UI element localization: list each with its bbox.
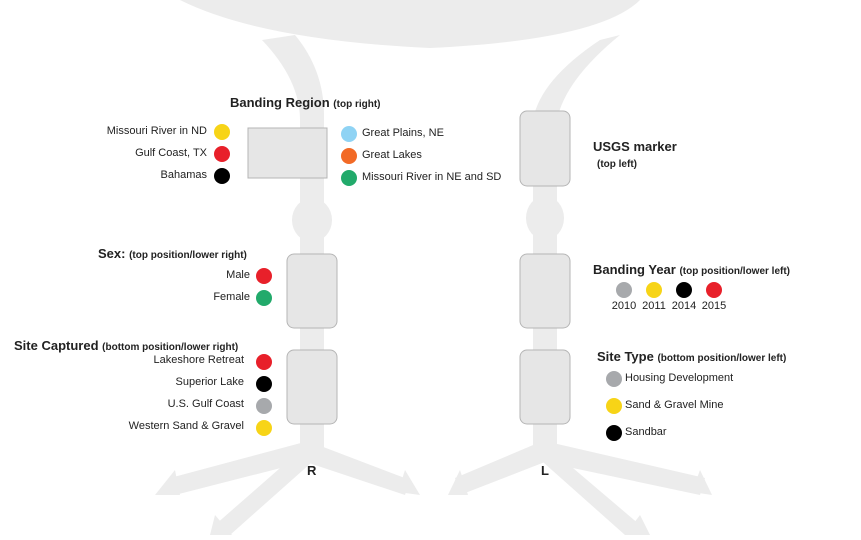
legend-label: Housing Development <box>625 372 734 384</box>
legend-label: Bahamas <box>160 169 207 181</box>
legend-label: Gulf Coast, TX <box>135 147 207 159</box>
color-swatch-icon <box>256 376 272 392</box>
right-upper-leg <box>262 35 324 210</box>
legend-label: Western Sand & Gravel <box>128 420 244 432</box>
banding-year-heading: Banding Year (top position/lower left) <box>593 262 790 277</box>
color-swatch-icon <box>256 398 272 414</box>
heading-note: (top position/lower left) <box>679 266 791 277</box>
heading-note: (top right) <box>333 99 381 110</box>
legend-label: 2014 <box>671 300 697 312</box>
legend-label: 2010 <box>611 300 637 312</box>
left-bottom-band <box>519 349 571 425</box>
color-swatch-icon <box>341 170 357 186</box>
usgs-marker-heading: USGS marker <box>593 139 677 154</box>
usgs-marker-note: (top left) <box>597 159 637 170</box>
legend-label: Sand & Gravel Mine <box>625 399 724 411</box>
legend-label: Female <box>213 291 250 303</box>
color-swatch-icon <box>256 290 272 306</box>
heading-title: Site Captured <box>14 338 99 353</box>
color-swatch-icon <box>214 124 230 140</box>
left-knee <box>526 196 564 240</box>
heading-title: Banding Year <box>593 262 676 277</box>
color-swatch-icon <box>341 148 357 164</box>
sex-heading: Sex: (top position/lower right) <box>98 246 247 261</box>
color-swatch-icon <box>341 126 357 142</box>
legend-label: Male <box>226 269 250 281</box>
color-swatch-icon <box>256 268 272 284</box>
color-swatch-icon <box>214 168 230 184</box>
legend-label: Missouri River in NE and SD <box>362 171 502 183</box>
heading-title: Sex: <box>98 246 126 261</box>
heading-title: Banding Region <box>230 95 330 110</box>
color-swatch-icon <box>606 398 622 414</box>
heading-note: (bottom position/lower left) <box>657 353 787 364</box>
color-swatch-icon <box>606 425 622 441</box>
legend-label: Superior Lake <box>175 376 245 388</box>
site-type-heading: Site Type (bottom position/lower left) <box>597 349 786 364</box>
bird-body <box>180 0 640 48</box>
legend-label: Sandbar <box>625 426 667 438</box>
right-top-band <box>286 253 338 329</box>
right-bottom-band <box>286 349 338 425</box>
legend-label: Lakeshore Retreat <box>153 354 245 366</box>
heading-note: (bottom position/lower right) <box>102 342 239 353</box>
left-top-band <box>519 253 571 329</box>
site-captured-heading: Site Captured (bottom position/lower rig… <box>14 338 238 353</box>
left-leg-label: L <box>541 463 549 478</box>
legend-label: 2011 <box>642 300 666 312</box>
color-swatch-icon <box>606 371 622 387</box>
color-swatch-icon <box>256 354 272 370</box>
color-swatch-icon <box>214 146 230 162</box>
color-swatch-icon <box>676 282 692 298</box>
color-swatch-icon <box>646 282 662 298</box>
color-swatch-icon <box>616 282 632 298</box>
legend-label: Missouri River in ND <box>106 125 207 137</box>
legend-label: 2015 <box>701 300 727 312</box>
color-swatch-icon <box>256 420 272 436</box>
banding-region-flag <box>247 127 328 179</box>
heading-note: (top position/lower right) <box>129 250 247 261</box>
heading-title: Site Type <box>597 349 654 364</box>
usgs-marker-band <box>519 110 571 187</box>
right-leg-label: R <box>307 463 317 478</box>
legend-label: Great Plains, NE <box>362 127 444 139</box>
banding-region-heading: Banding Region (top right) <box>230 95 381 110</box>
color-swatch-icon <box>706 282 722 298</box>
legend-label: U.S. Gulf Coast <box>167 398 244 410</box>
legend-label: Great Lakes <box>362 149 422 161</box>
